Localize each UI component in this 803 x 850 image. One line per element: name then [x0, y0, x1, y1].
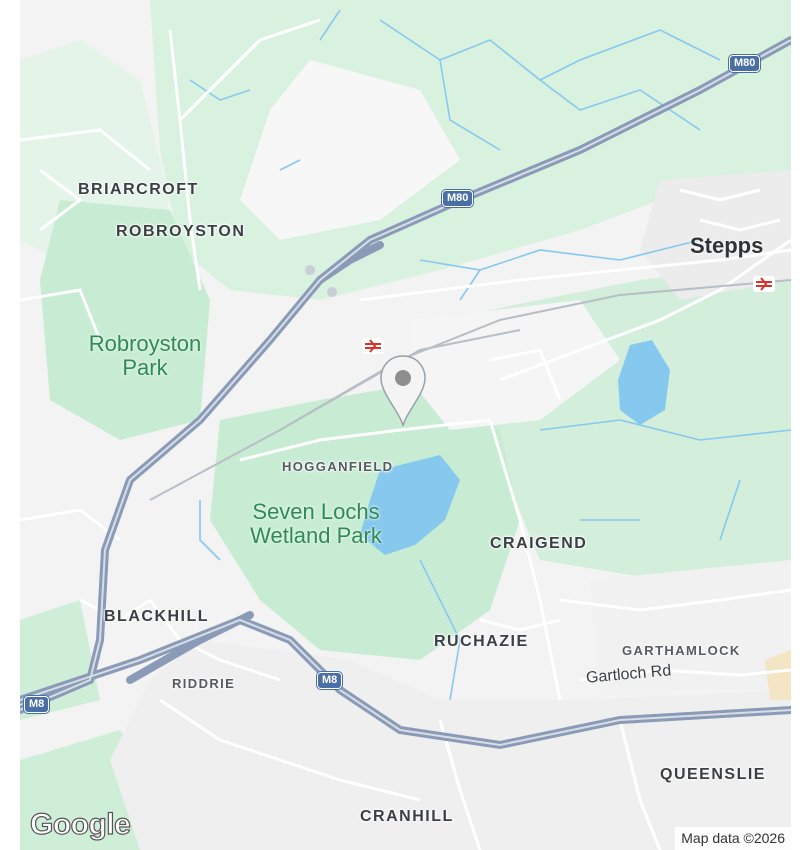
robroyston-park-area — [40, 200, 210, 440]
district-label-blackhill: BLACKHILL — [104, 608, 210, 625]
urban-east — [590, 560, 791, 690]
district-label-robroyston: ROBROYSTON — [116, 223, 246, 240]
google-logo: Google — [29, 807, 131, 841]
minor-streets — [20, 18, 791, 850]
motorway-centerlines — [20, 39, 791, 747]
park-label-line: Robroyston — [88, 331, 202, 356]
national-rail-icon[interactable] — [362, 338, 384, 354]
m8-shield-left: M8 — [24, 696, 50, 713]
park-label-line: Seven Lochs — [252, 499, 380, 524]
map-base-layer — [20, 0, 791, 850]
park-label-seven-lochs: Seven Lochs Wetland Park — [236, 500, 396, 548]
district-label-briarcroft: BRIARCROFT — [78, 181, 199, 198]
white-clearing-north — [240, 60, 460, 240]
m80-spur — [316, 241, 384, 284]
park-label-line: Park — [122, 355, 168, 380]
district-label-queenslie: QUEENSLIE — [660, 766, 766, 783]
sand-patch — [765, 650, 791, 700]
m80-shield-top: M80 — [729, 55, 761, 72]
map-attribution[interactable]: Map data ©2026 — [675, 827, 791, 850]
hogganfield-loch — [360, 455, 460, 555]
park-label-line: Wetland Park — [250, 523, 382, 548]
district-label-ruchazie: RUCHAZIE — [434, 633, 529, 650]
m8-shield-mid: M8 — [317, 672, 343, 689]
district-label-cranhill: CRANHILL — [360, 808, 454, 825]
map-canvas[interactable]: M80 M80 M8 M8 BRIARCROFT ROBROYSTON Step… — [20, 0, 791, 850]
white-clearing-east — [410, 300, 620, 430]
district-label-hogganfield: HOGGANFIELD — [282, 459, 394, 474]
urban-south — [110, 640, 791, 850]
district-label-craigend: CRAIGEND — [490, 535, 588, 552]
town-label-stepps: Stepps — [690, 233, 764, 258]
park-label-robroyston: Robroyston Park — [70, 332, 220, 380]
district-label-riddrie: RIDDRIE — [172, 676, 236, 691]
national-rail-icon[interactable] — [753, 276, 775, 292]
m80-shield-mid: M80 — [442, 190, 474, 207]
district-label-garthamlock: GARTHAMLOCK — [622, 643, 741, 658]
loch-east — [618, 340, 670, 425]
junction-markers — [305, 265, 337, 297]
location-pin-icon[interactable] — [378, 354, 428, 428]
